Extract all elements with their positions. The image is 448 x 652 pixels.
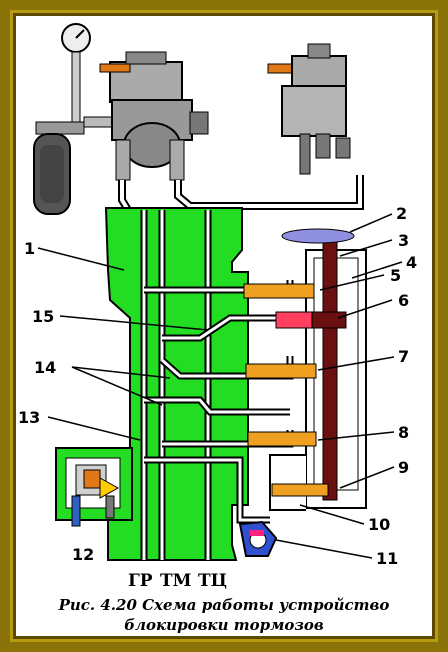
- label-7: 7: [398, 347, 409, 366]
- label-13: 13: [18, 408, 40, 427]
- label-12: 12: [72, 545, 94, 564]
- green-body: [103, 207, 249, 561]
- label-14: 14: [34, 358, 56, 377]
- valve-11: [238, 520, 278, 557]
- driver-brake-valve: [83, 51, 209, 181]
- label-6: 6: [398, 291, 409, 310]
- label-tm: ТМ: [160, 571, 192, 591]
- rod-cap: [281, 228, 355, 244]
- label-8: 8: [398, 423, 409, 442]
- label-1: 1: [24, 239, 35, 258]
- label-tc: ТЦ: [198, 571, 227, 591]
- label-15: 15: [32, 307, 54, 326]
- lower-frame-part: [269, 454, 306, 511]
- label-9: 9: [398, 458, 409, 477]
- leader-lines: [37, 213, 403, 559]
- feed-pipes-inner: [120, 175, 362, 212]
- vertical-channels-inner: [142, 210, 210, 560]
- pistons: [243, 283, 347, 497]
- label-10: 10: [368, 515, 390, 534]
- pressure-gauge: [61, 23, 91, 123]
- caption-line-2: блокировки тормозов: [124, 616, 324, 634]
- label-2: 2: [396, 204, 407, 223]
- label-4: 4: [406, 253, 417, 272]
- label-11: 11: [376, 549, 398, 568]
- reservoir: [33, 121, 85, 215]
- caption-line-1: Рис. 4.20 Схема работы устройство: [58, 596, 390, 614]
- label-gr: ГР: [128, 571, 153, 591]
- label-5: 5: [390, 266, 401, 285]
- label-3: 3: [398, 231, 409, 250]
- auxiliary-brake-valve: [267, 43, 351, 175]
